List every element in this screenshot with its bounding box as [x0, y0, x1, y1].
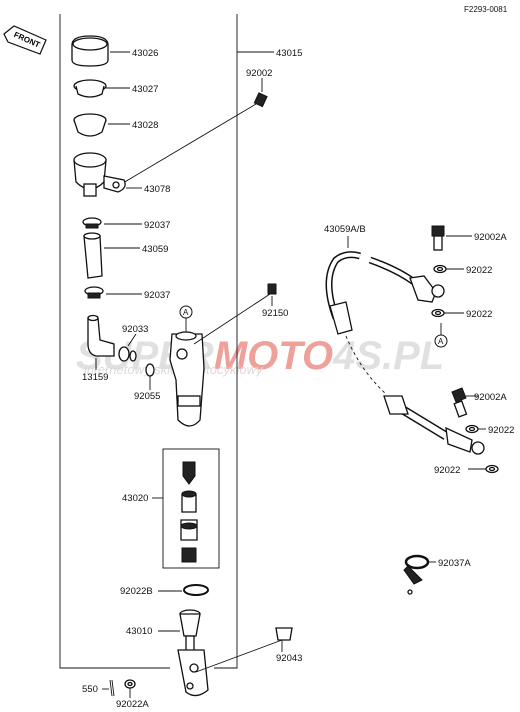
front-arrow-icon: FRONT	[3, 25, 47, 55]
label-43026: 43026	[132, 48, 158, 59]
bolt-92002	[117, 92, 268, 187]
label-92022-2: 92022	[466, 309, 492, 320]
label-92033: 92033	[122, 324, 148, 335]
washer-92022-3	[465, 424, 479, 434]
hose-clamp-92037-upper	[82, 217, 102, 229]
assembly-frame	[59, 14, 238, 669]
label-43059: 43059	[142, 244, 168, 255]
label-43020: 43020	[122, 493, 148, 504]
label-92002A-mid: 92002A	[474, 392, 507, 403]
label-43059AB: 43059A/B	[324, 224, 366, 235]
label-550: 550	[82, 684, 98, 695]
label-43010: 43010	[126, 626, 152, 637]
reservoir-cap-43026	[71, 35, 109, 67]
reservoir-43078	[73, 152, 126, 197]
washer-92022-1	[433, 264, 447, 274]
callout-a-left: A	[179, 305, 193, 332]
label-92022-4: 92022	[434, 465, 460, 476]
label-43028: 43028	[132, 120, 158, 131]
svg-text:A: A	[183, 308, 189, 317]
elbow-fitting-13159	[87, 314, 115, 357]
callout-a-right: A	[434, 323, 448, 348]
piston-kit-box	[162, 448, 220, 569]
banjo-bolt-92002A-top	[431, 225, 445, 251]
label-92022A: 92022A	[116, 699, 149, 710]
label-43027: 43027	[132, 84, 158, 95]
watermark-brand-right: 4S.PL	[332, 334, 444, 378]
master-cylinder-body	[169, 331, 205, 427]
label-43078: 43078	[144, 184, 170, 195]
label-92037-upper: 92037	[144, 220, 170, 231]
watermark-brand-mid: MOTO	[214, 334, 333, 378]
label-92022-3: 92022	[488, 425, 514, 436]
label-92002A-top: 92002A	[474, 232, 507, 243]
svg-text:A: A	[438, 337, 444, 346]
label-92022-1: 92022	[466, 265, 492, 276]
plate-43027	[73, 79, 107, 98]
label-92055: 92055	[134, 391, 160, 402]
hose-clamp-92037-lower	[84, 286, 104, 299]
cotter-pin-550	[109, 679, 115, 697]
circlip-92022B	[183, 584, 209, 596]
label-92022B: 92022B	[120, 586, 153, 597]
brake-hose-43059AB	[325, 251, 485, 455]
label-92150: 92150	[262, 308, 288, 319]
label-13159: 13159	[82, 372, 108, 383]
figure-code: F2293-0081	[464, 5, 508, 14]
washer-92022A	[124, 679, 136, 689]
label-92043: 92043	[276, 653, 302, 664]
banjo-bolt-92002A-mid	[451, 387, 468, 418]
washer-92022-4	[485, 464, 499, 474]
o-ring-92055	[145, 363, 155, 377]
washer-92022-2	[431, 308, 445, 318]
push-rod-43010	[177, 609, 209, 697]
label-92037-lower: 92037	[144, 290, 170, 301]
bolt-92150	[193, 283, 277, 345]
piston-kit-parts	[180, 461, 198, 563]
hose-43059	[83, 232, 103, 279]
diaphragm-43028	[73, 113, 107, 137]
o-ring-92033	[118, 346, 137, 362]
pin-92043	[195, 627, 293, 673]
label-92037A: 92037A	[438, 558, 471, 569]
hose-clamp-92037A	[403, 554, 430, 595]
label-92002: 92002	[246, 68, 272, 79]
label-43015: 43015	[276, 48, 302, 59]
